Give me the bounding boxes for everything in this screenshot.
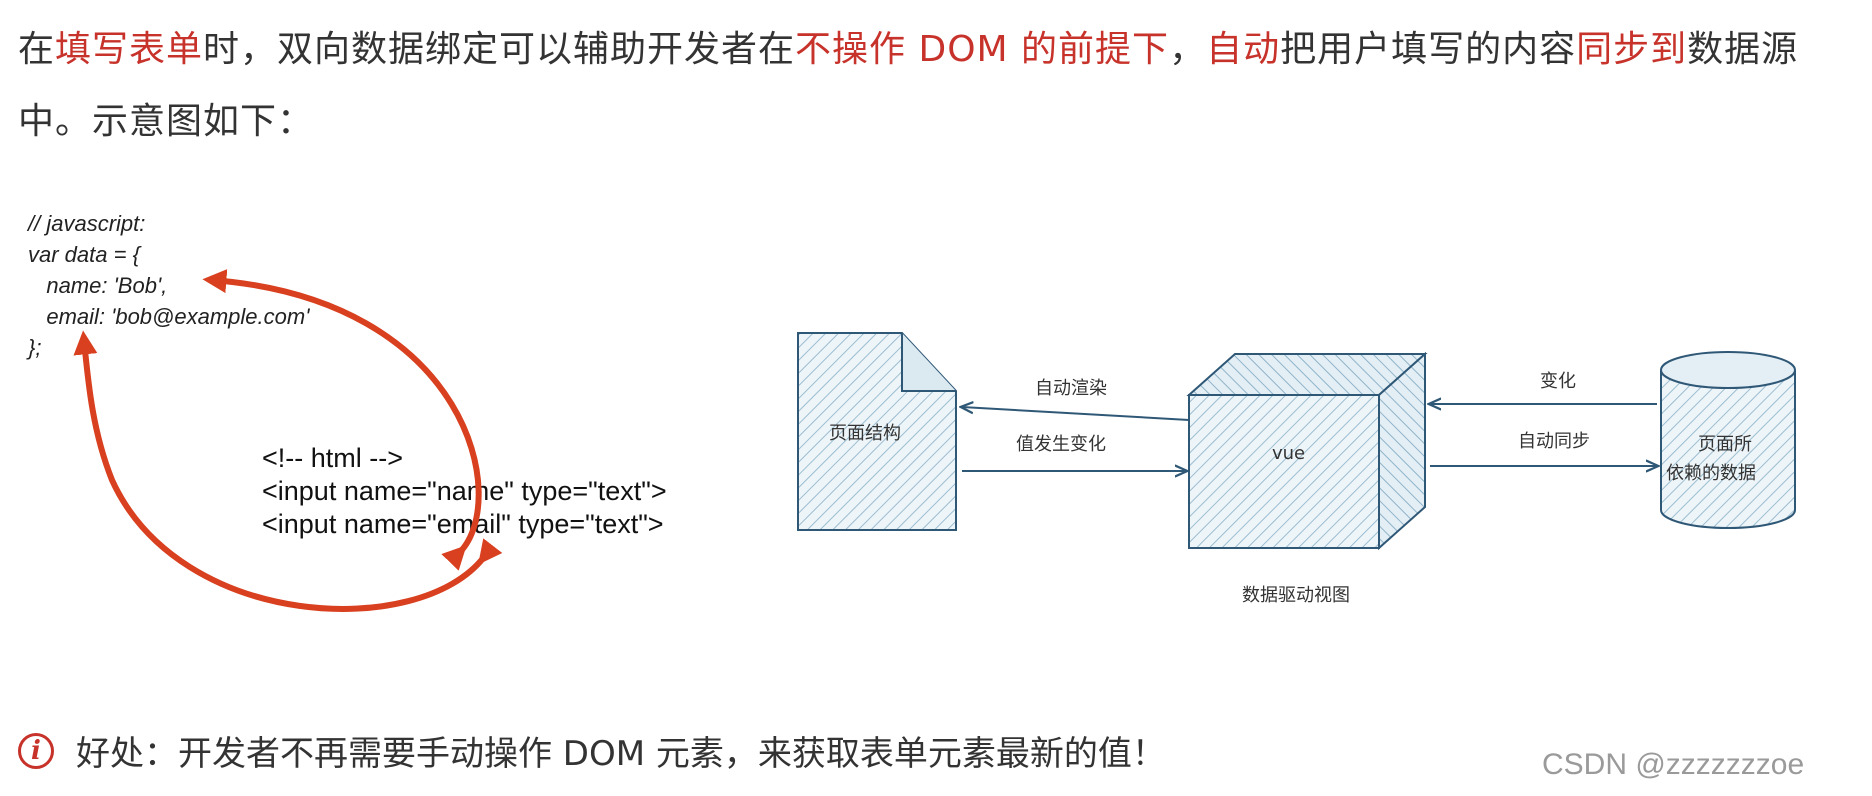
name-binding-arrow: [202, 269, 482, 571]
value-change-label: 值发生变化: [1016, 434, 1106, 455]
intro-highlight: 不操作 DOM 的前提下: [795, 29, 1170, 70]
intro-text: 把用户填写的内容: [1280, 29, 1577, 70]
data-source-node: [1660, 351, 1796, 529]
page-structure-label: 页面结构: [829, 423, 901, 444]
auto-render-label: 自动渲染: [1035, 378, 1107, 399]
intro-highlight: 自动: [1206, 29, 1281, 70]
page-structure-node: [797, 332, 957, 531]
intro-highlight: 填写表单: [55, 29, 204, 70]
info-icon: i: [18, 732, 54, 769]
intro-paragraph: 在填写表单时，双向数据绑定可以辅助开发者在不操作 DOM 的前提下，自动把用户填…: [18, 14, 1838, 158]
data-source-label-line2: 依赖的数据: [1666, 463, 1756, 484]
vue-label: vue: [1272, 443, 1306, 464]
benefit-text: 好处：开发者不再需要手动操作 DOM 元素，来获取表单元素最新的值！: [76, 734, 1166, 774]
diagram-caption: 数据驱动视图: [1242, 585, 1350, 606]
auto-sync-label: 自动同步: [1518, 431, 1590, 452]
vue-node: [1186, 351, 1428, 551]
intro-text: ，: [1169, 29, 1207, 70]
change-label: 变化: [1540, 371, 1576, 392]
watermark: CSDN @zzzzzzzoe: [1542, 748, 1805, 781]
intro-text: 在: [18, 29, 56, 70]
data-source-label-line1: 页面所: [1698, 434, 1752, 455]
auto-render-arrow: [962, 407, 1190, 421]
intro-highlight: 同步到: [1576, 29, 1688, 70]
email-binding-arrow: [73, 330, 503, 612]
intro-text: 时，双向数据绑定可以辅助开发者在: [203, 29, 796, 70]
intro-text: 数据源中。示意图如下：: [18, 29, 1799, 142]
benefit-note: i 好处：开发者不再需要手动操作 DOM 元素，来获取表单元素最新的值！: [18, 726, 1166, 775]
